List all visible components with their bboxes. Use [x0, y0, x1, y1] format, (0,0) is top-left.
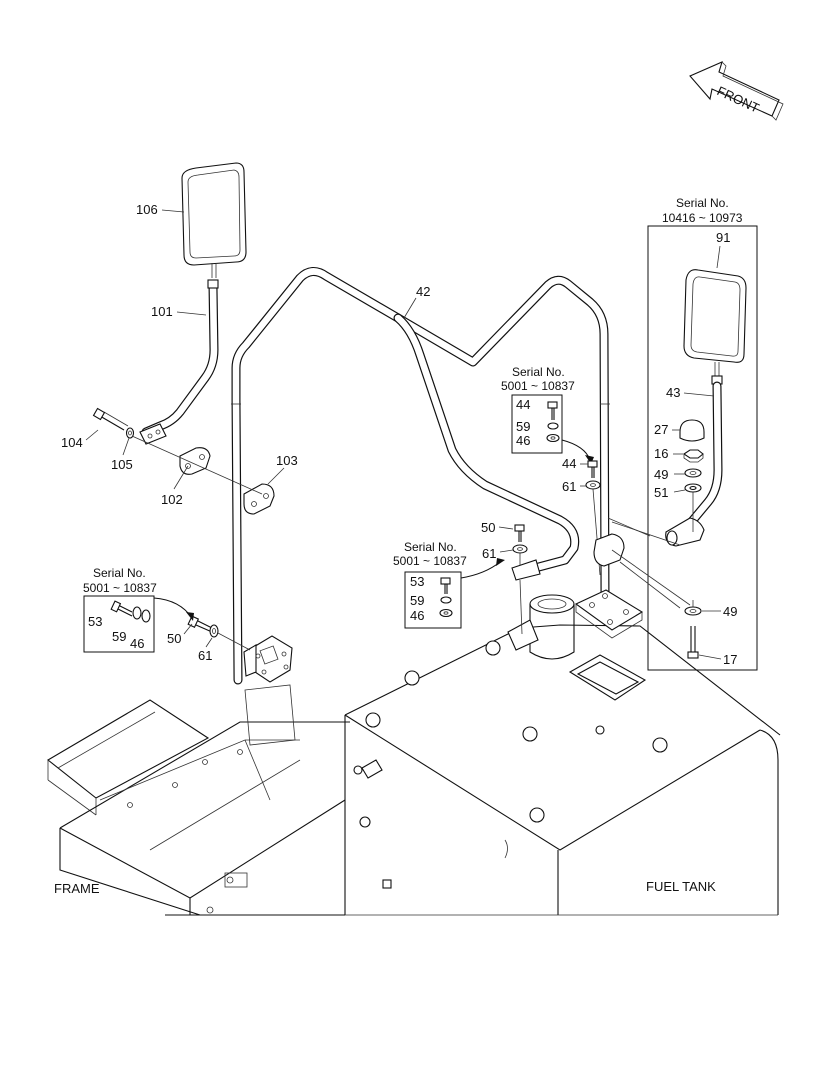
frame-label: FRAME — [54, 881, 100, 896]
serial-right-range: 10416 ~ 10973 — [662, 211, 743, 225]
callout-50-center: 50 — [481, 520, 495, 535]
callout-103: 103 — [276, 453, 298, 468]
frame-structure — [47, 684, 350, 916]
front-arrow-icon: FRONT — [689, 61, 784, 121]
washer-61-center — [512, 544, 528, 554]
callout-46-left: 46 — [130, 636, 144, 651]
callout-61-center: 61 — [482, 546, 496, 561]
mirror-frame-42 — [231, 267, 644, 685]
callout-46-box: 46 — [516, 433, 530, 448]
clamp-102 — [179, 447, 211, 475]
callout-44-box: 44 — [516, 397, 530, 412]
callout-53-center: 53 — [410, 574, 424, 589]
callout-50-left: 50 — [167, 631, 181, 646]
callout-44: 44 — [562, 456, 576, 471]
serial-box-center-top — [511, 394, 594, 464]
bolt-50-center — [514, 524, 525, 542]
washer-105 — [125, 427, 135, 439]
callout-61-right: 61 — [562, 479, 576, 494]
callout-49-upper: 49 — [654, 467, 668, 482]
serial-left-range: 5001 ~ 10837 — [83, 581, 157, 595]
callout-59-box: 59 — [516, 419, 530, 434]
serial-box-right — [647, 225, 758, 671]
callout-61-left: 61 — [198, 648, 212, 663]
callout-53-left: 53 — [88, 614, 102, 629]
serial-center-top-title: Serial No. — [512, 365, 565, 379]
callout-51: 51 — [654, 485, 668, 500]
callout-59-left: 59 — [112, 629, 126, 644]
left-mirror-106 — [181, 162, 247, 278]
callout-49-lower: 49 — [723, 604, 737, 619]
left-mirror-arm-101 — [139, 279, 219, 445]
bolt-50-left — [187, 615, 213, 633]
callout-104: 104 — [61, 435, 83, 450]
bolt-104 — [92, 407, 129, 431]
washer-61-right — [585, 480, 601, 490]
callout-27: 27 — [654, 422, 668, 437]
callout-91: 91 — [716, 230, 730, 245]
callout-46-center: 46 — [410, 608, 424, 623]
serial-right-title: Serial No. — [676, 196, 729, 210]
callout-16: 16 — [654, 446, 668, 461]
callout-43: 43 — [666, 385, 680, 400]
callout-17: 17 — [723, 652, 737, 667]
right-mount-clamp — [593, 517, 691, 609]
fuel-tank-label: FUEL TANK — [646, 879, 716, 894]
clamp-103 — [243, 483, 275, 515]
serial-box-left — [83, 595, 194, 653]
callout-101: 101 — [151, 304, 173, 319]
washer-61-left — [209, 624, 219, 638]
serial-left-title: Serial No. — [93, 566, 146, 580]
serial-center-top-range: 5001 ~ 10837 — [501, 379, 575, 393]
callout-105: 105 — [111, 457, 133, 472]
serial-center-title: Serial No. — [404, 540, 457, 554]
callout-106: 106 — [136, 202, 158, 217]
serial-box-center — [404, 558, 505, 629]
fuel-tank — [344, 594, 781, 916]
leader-lines — [85, 209, 722, 660]
serial-center-range: 5001 ~ 10837 — [393, 554, 467, 568]
callout-59-center: 59 — [410, 593, 424, 608]
callout-42: 42 — [416, 284, 430, 299]
bolt-44 — [587, 460, 598, 478]
left-mount-bracket — [243, 635, 293, 683]
callout-102: 102 — [161, 492, 183, 507]
